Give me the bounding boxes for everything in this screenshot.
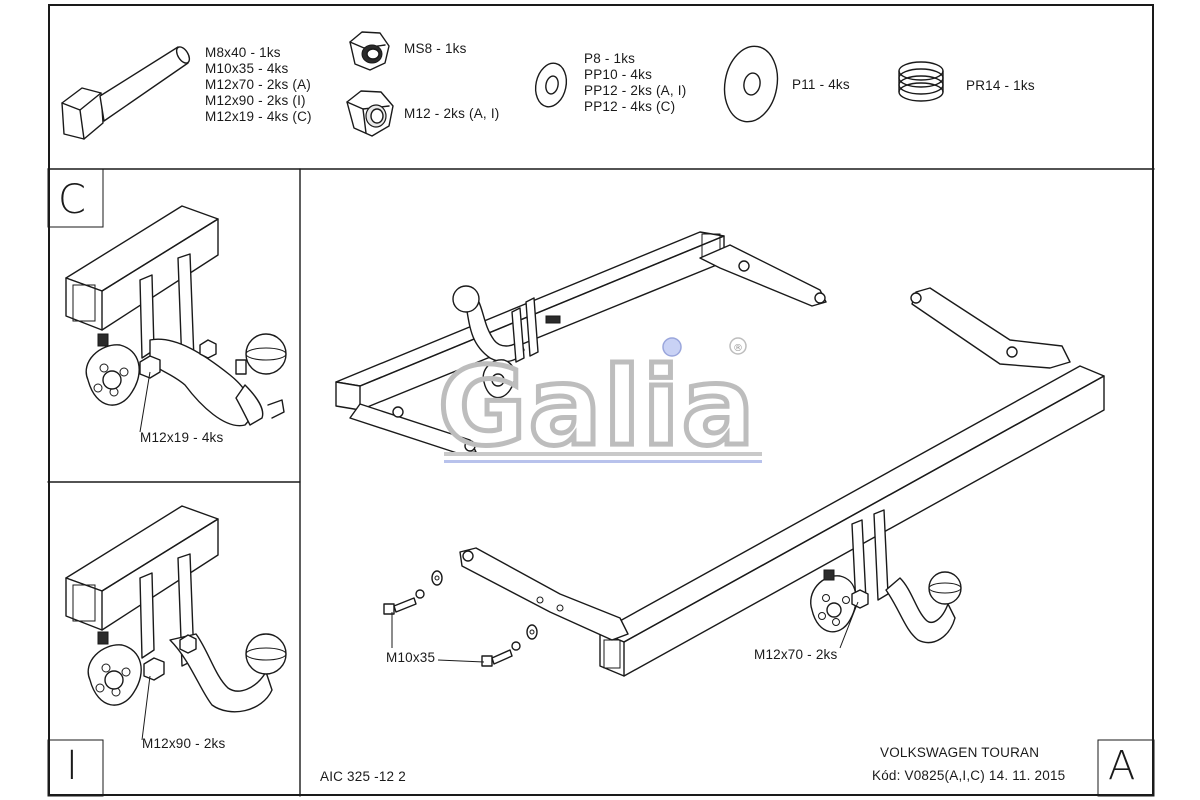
washer-large-icon xyxy=(723,45,779,123)
bolt-icon xyxy=(383,570,443,615)
bolt-icon xyxy=(481,624,538,667)
variant-a-letter: A xyxy=(1108,743,1136,789)
variant-i-drawing xyxy=(65,505,287,741)
bolt-list: M8x40 - 1ks M10x35 - 4ks M12x70 - 2ks (A… xyxy=(205,45,312,125)
logo-underline-accent xyxy=(444,460,762,463)
drawing-code: Kód: V0825(A,I,C) 14. 11. 2015 xyxy=(872,768,1066,783)
logo-dot xyxy=(662,337,682,357)
bolt-item: M10x35 - 4ks xyxy=(205,61,289,76)
washer-small-icon xyxy=(534,62,568,108)
spring-pr14-label: PR14 - 1ks xyxy=(966,78,1035,93)
washer-item: PP12 - 4ks (C) xyxy=(584,99,676,114)
spring-icon xyxy=(898,61,944,102)
callout-m12x70: M12x70 - 2ks xyxy=(754,647,838,662)
bolt-item: M12x70 - 2ks (A) xyxy=(205,77,311,92)
letter-box-a xyxy=(1097,739,1155,797)
callout-m10x35: M10x35 xyxy=(386,650,436,665)
nut-m12-label: M12 - 2ks (A, I) xyxy=(404,106,500,121)
svg-text:®: ® xyxy=(733,343,743,354)
logo-underline xyxy=(444,452,762,456)
bolt-item: M12x19 - 4ks (C) xyxy=(205,109,312,124)
galia-logo: Galia ® xyxy=(436,337,762,473)
vehicle-name: VOLKSWAGEN TOURAN xyxy=(880,745,1040,760)
variant-c-callout: M12x19 - 4ks xyxy=(140,430,224,445)
variant-c-drawing xyxy=(65,205,287,433)
drawing-number: AIC 325 -12 2 xyxy=(320,769,406,784)
bolt-item: M12x90 - 2ks (I) xyxy=(205,93,306,108)
variant-i-letter: I xyxy=(66,743,78,789)
washer-list: P8 - 1ks PP10 - 4ks PP12 - 2ks (A, I) PP… xyxy=(584,51,686,115)
bolt-icon xyxy=(61,46,191,140)
washer-p11-label: P11 - 4ks xyxy=(792,77,850,92)
nut-ms8-label: MS8 - 1ks xyxy=(404,41,467,56)
variant-c-letter: C xyxy=(58,177,86,223)
bolt-item: M8x40 - 1ks xyxy=(205,45,281,60)
drawing-frame xyxy=(48,4,1154,796)
letter-box-c xyxy=(47,168,104,228)
nut-m12-icon xyxy=(346,90,394,137)
washer-item: PP10 - 4ks xyxy=(584,67,653,82)
leader-m12x70 xyxy=(839,601,859,649)
nut-ms8-icon xyxy=(349,31,390,71)
washer-item: PP12 - 2ks (A, I) xyxy=(584,83,687,98)
variant-i-callout: M12x90 - 2ks xyxy=(142,736,226,751)
svg-text:Galia: Galia xyxy=(438,345,756,470)
letter-box-i xyxy=(47,739,104,797)
main-assembly-drawing xyxy=(335,231,1105,677)
leader-m10x35 xyxy=(437,659,485,663)
washer-item: P8 - 1ks xyxy=(584,51,636,66)
